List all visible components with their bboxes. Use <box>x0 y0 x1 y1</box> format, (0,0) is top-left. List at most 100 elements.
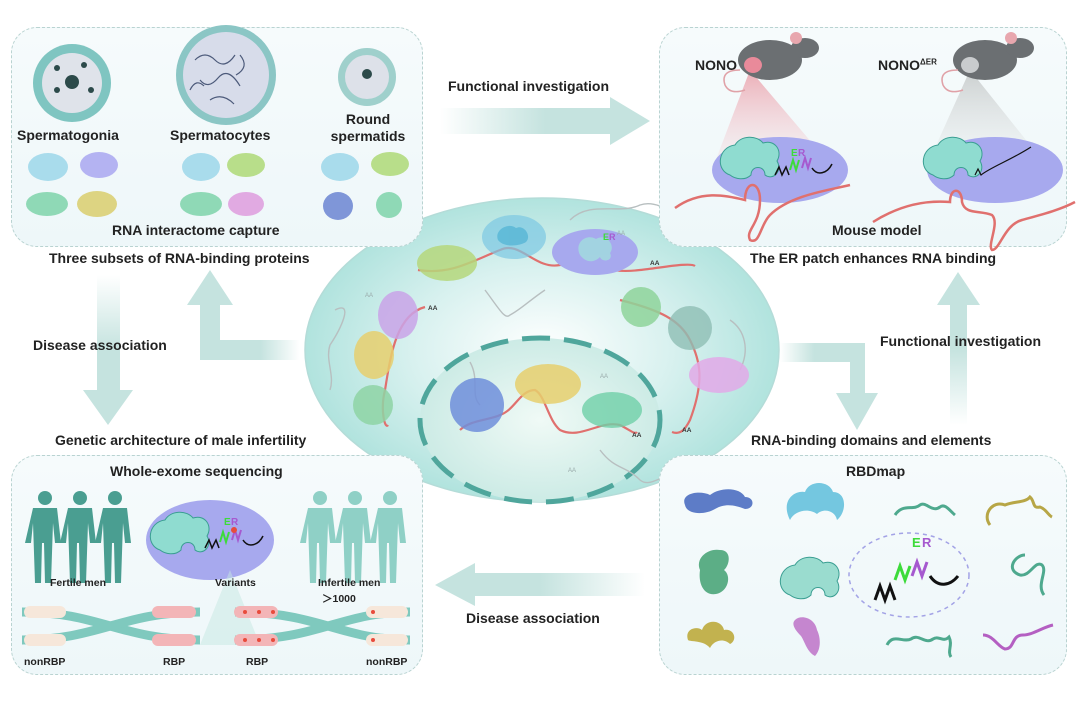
protein-oval <box>182 153 220 181</box>
variant-mark <box>371 638 375 642</box>
variant-mark <box>257 610 261 614</box>
mouse-model-illustration: E R <box>674 32 1076 252</box>
er-label-e: E <box>791 148 798 159</box>
domain-shape-teal <box>780 556 840 600</box>
rbp-blob <box>578 237 612 262</box>
arrow-label-bottom: Disease association <box>466 610 600 626</box>
er-patch-wt <box>774 165 790 177</box>
er-label-e: E <box>224 517 231 528</box>
poly-a-label: AA <box>365 293 373 299</box>
cell-label-line: Round <box>345 111 391 127</box>
er-label-e: E <box>603 232 609 242</box>
label-nono-sup: ΔER <box>920 57 937 67</box>
panel-title-rbdmap: RBDmap <box>846 463 906 479</box>
rna-strand <box>327 307 346 391</box>
domain-shape-blue <box>684 489 753 514</box>
er-label-r: R <box>798 148 806 159</box>
chromosome-pair-fertile <box>21 606 201 646</box>
exome-illustration: E R <box>21 491 411 646</box>
protein-oval <box>227 153 265 177</box>
rbp-mint-nuc <box>582 392 642 428</box>
chrom-label-nonrbp-right: nonRBP <box>366 656 408 668</box>
variant-mark <box>243 610 247 614</box>
chrom-label-rbp-right: RBP <box>246 656 269 668</box>
arrow-label-left: Disease association <box>33 337 167 353</box>
arrow-right-up <box>937 272 980 425</box>
protein-oval <box>77 191 117 217</box>
label-fertile-men: Fertile men <box>50 577 107 589</box>
label-infertile-men: Infertile men <box>318 577 381 589</box>
rbp-blob <box>497 225 529 246</box>
variant-mark <box>257 638 261 642</box>
arrow-left-down <box>83 275 133 425</box>
er-label-r: R <box>231 517 239 528</box>
caption-genetic-architecture: Genetic architecture of male infertility <box>55 432 307 448</box>
rbp-yellow <box>354 331 394 379</box>
rna-strand <box>484 289 546 317</box>
rna-element <box>982 623 1054 651</box>
variant-mark <box>271 610 275 614</box>
variant-mark <box>243 638 247 642</box>
arrow-top-right <box>440 97 650 145</box>
chrom-label-rbp-left: RBP <box>163 656 186 668</box>
infertile-men-icon <box>300 491 406 583</box>
cell-label-line: spermatids <box>330 128 406 144</box>
domain-shape-yellow <box>687 621 735 648</box>
er-deleted-tail <box>974 146 1032 176</box>
protein-oval <box>28 153 68 181</box>
rbp-pink-right <box>689 357 749 393</box>
rbp-blue-nuc <box>450 378 504 432</box>
rbp-green-right <box>621 287 661 327</box>
variant-mark <box>271 638 275 642</box>
cell-illustrations <box>26 25 409 220</box>
cell-label-spermatocytes: Spermatocytes <box>170 127 271 143</box>
rna-domain <box>923 136 983 180</box>
er-label-r: R <box>922 535 932 550</box>
protein-oval <box>180 192 222 216</box>
label-infertile-count: ＞1000 <box>322 593 356 605</box>
arrow-center-to-bottom-right <box>780 343 878 430</box>
domain-shape-cyan <box>786 483 845 520</box>
arrow-label-right: Functional investigation <box>880 333 1042 349</box>
poly-a-label: AA <box>650 260 660 267</box>
protein-oval <box>80 152 118 178</box>
rbp-purple <box>378 291 418 339</box>
poly-a-label: AA <box>600 374 608 380</box>
rna-element <box>985 494 1053 526</box>
label-nono-mutant: NONOΔER <box>878 57 937 73</box>
chrom-label-nonrbp-left: nonRBP <box>24 656 66 668</box>
chromosome-pair-infertile <box>234 606 411 646</box>
protein-oval <box>321 153 359 181</box>
protein-oval <box>228 192 264 216</box>
arrow-center-to-top-left <box>187 270 300 360</box>
variant-mark <box>371 610 375 614</box>
poly-a-label: AA <box>428 305 438 312</box>
caption-rna-binding-domains: RNA-binding domains and elements <box>751 432 992 448</box>
rna-element <box>1010 553 1046 596</box>
caption-rna-binding-proteins: Three subsets of RNA-binding proteins <box>49 250 310 266</box>
rna-domain <box>150 511 210 555</box>
variant-mark <box>231 527 237 533</box>
poly-a-label: AA <box>617 231 625 237</box>
rbp-green <box>417 245 477 281</box>
rbp-mint <box>353 385 393 425</box>
protein-oval <box>371 152 409 176</box>
protein-oval <box>26 192 68 216</box>
er-label-e: E <box>912 535 921 550</box>
rbp-teal-right <box>668 306 712 350</box>
label-nono-wt: NONO <box>695 57 737 73</box>
arrow-bottom-left <box>435 563 645 606</box>
panel-title-whole-exome: Whole-exome sequencing <box>110 463 283 479</box>
fertile-men-icon <box>25 491 131 583</box>
er-label-r: R <box>609 232 616 242</box>
label-variants: Variants <box>215 577 256 589</box>
poly-a-label: AA <box>632 432 642 439</box>
cell-label-spermatogonia: Spermatogonia <box>17 127 119 143</box>
rna-domain <box>720 136 780 180</box>
rna-element <box>893 502 956 517</box>
er-element-highlight <box>848 532 970 618</box>
rbdmap-illustration: E R <box>684 483 1054 658</box>
protein-oval <box>376 192 402 218</box>
